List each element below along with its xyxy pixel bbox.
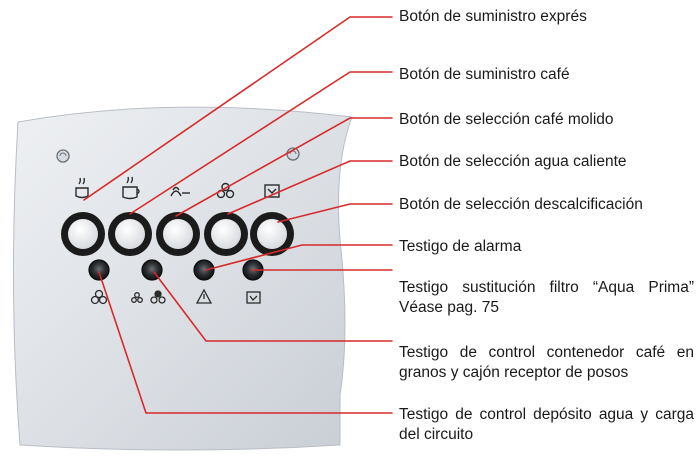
- leader-lines: [83, 16, 393, 414]
- screw-icon: [56, 149, 70, 163]
- descaling-button[interactable]: [250, 212, 294, 256]
- callout-espresso-button: Botón de suministro exprés: [399, 8, 587, 25]
- water-tank-icon: [90, 289, 108, 305]
- coffee-cup-icon: [122, 176, 140, 200]
- beans-grounds-indicator: [141, 259, 163, 281]
- callout-descaling-button: Botón de selección descalcificación: [399, 196, 643, 213]
- leader-line-l3: [175, 117, 393, 217]
- espresso-cup-icon: [75, 177, 89, 199]
- filter-icon: [246, 291, 261, 304]
- coffee-button[interactable]: [108, 212, 152, 256]
- callout-beans-grounds-indicator: Testigo de control contenedor café en gr…: [399, 344, 694, 381]
- espresso-button[interactable]: [61, 212, 105, 256]
- leader-line-l9: [98, 271, 393, 414]
- callout-hot-water-button: Botón de selección agua caliente: [399, 153, 627, 170]
- callout-alarm-indicator: Testigo de alarma: [399, 238, 522, 255]
- ground-coffee-button[interactable]: [156, 212, 200, 256]
- leader-line-l5: [277, 203, 393, 223]
- callout-filter-indicator: Testigo sustitución filtro “Aqua Prima” …: [399, 279, 694, 316]
- leader-line-l8: [153, 271, 393, 342]
- leader-line-l2: [129, 71, 393, 215]
- panel-body: [12, 106, 353, 451]
- alarm-indicator: [193, 259, 215, 281]
- callout-ground-coffee-button: Botón de selección café molido: [399, 111, 614, 128]
- hot-water-button[interactable]: [204, 212, 248, 256]
- ground-coffee-icon: [170, 186, 190, 197]
- beans-grounds-icon: [131, 290, 166, 304]
- leader-line-l1: [83, 16, 393, 201]
- callout-coffee-button: Botón de suministro café: [399, 66, 570, 83]
- leader-line-l6: [205, 244, 393, 271]
- callout-water-tank-indicator: Testigo de control depósito agua y carga…: [399, 406, 694, 443]
- leader-line-l4: [227, 160, 393, 215]
- water-tank-indicator: [88, 259, 110, 281]
- warning-triangle-icon: [195, 288, 213, 304]
